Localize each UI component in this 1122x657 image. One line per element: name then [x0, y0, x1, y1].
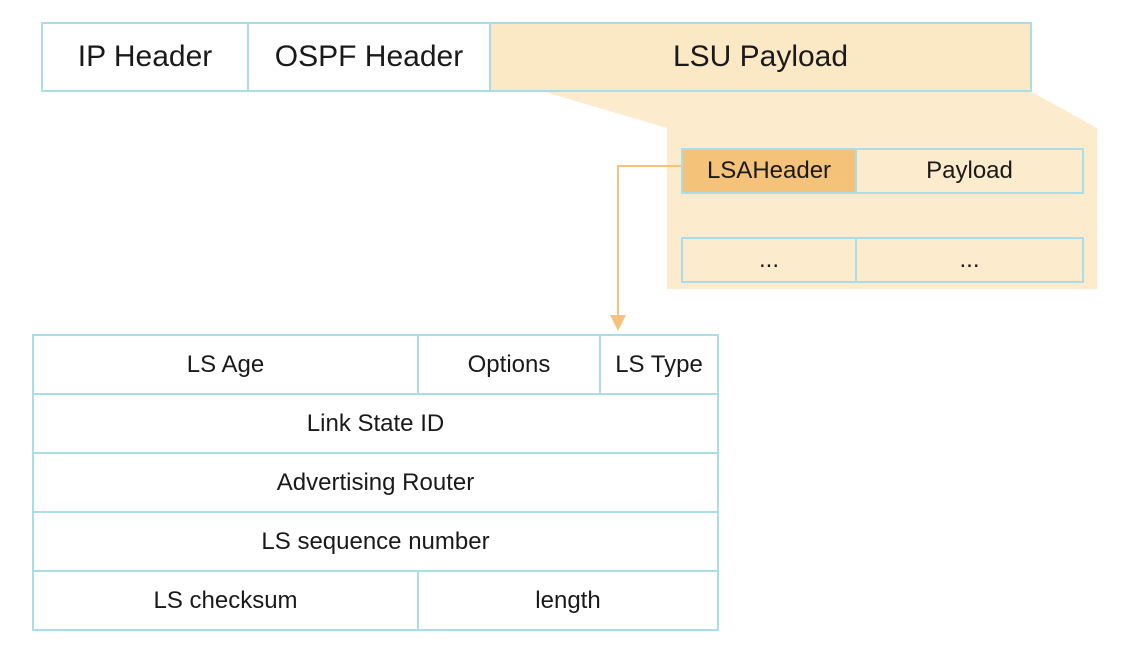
lsa-header-connector-arrowhead — [610, 315, 626, 331]
lsa-ellipsis-right: ... — [855, 237, 1084, 283]
ip-header-block: IP Header — [41, 22, 249, 92]
lsa-header-block: LSAHeader — [681, 148, 857, 194]
field-ls-age: LS Age — [32, 334, 419, 395]
field-ls-checksum: LS checksum — [32, 570, 419, 631]
lsa-header-connector-line — [617, 165, 681, 318]
field-ls-sequence-number: LS sequence number — [32, 511, 719, 572]
lsa-payload-block: Payload — [855, 148, 1084, 194]
field-advertising-router: Advertising Router — [32, 452, 719, 513]
field-ls-type: LS Type — [599, 334, 719, 395]
lsu-payload-block: LSU Payload — [489, 22, 1032, 92]
field-link-state-id: Link State ID — [32, 393, 719, 454]
field-options: Options — [417, 334, 601, 395]
ospf-header-block: OSPF Header — [247, 22, 491, 92]
lsa-ellipsis-left: ... — [681, 237, 857, 283]
field-length: length — [417, 570, 719, 631]
